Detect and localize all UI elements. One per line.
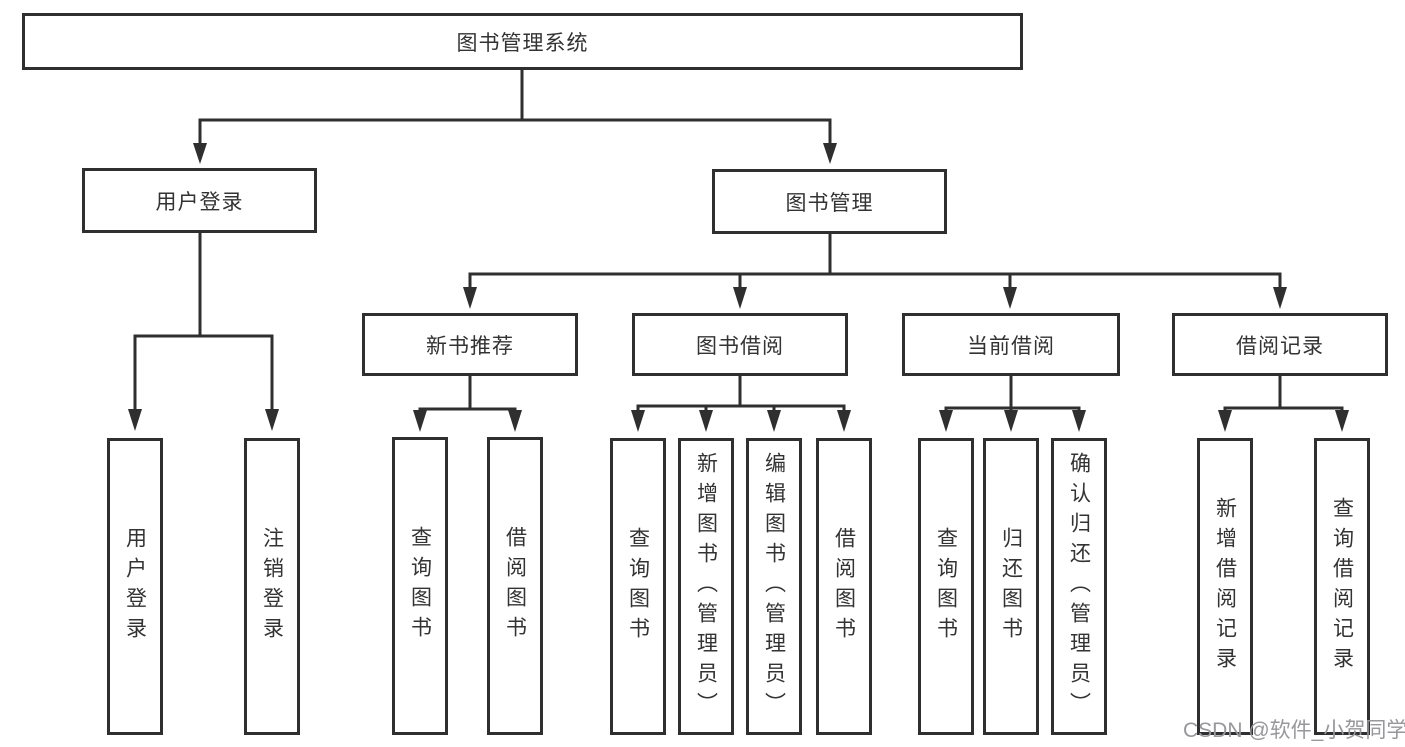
node-label: 图书管理系统: [456, 31, 589, 55]
arrowhead: [1072, 410, 1086, 432]
node-label: 查询图书: [408, 526, 432, 646]
arrowhead: [463, 287, 477, 309]
connector-new-book-children: [413, 376, 522, 432]
node-borrow-query-book: 查询图书: [610, 438, 666, 735]
node-label: 当前借阅: [967, 334, 1055, 358]
node-system-root: 图书管理系统: [22, 13, 1023, 70]
arrowhead: [699, 410, 713, 432]
node-newbook-query-book: 查询图书: [392, 437, 448, 735]
arrowhead: [1273, 287, 1287, 309]
node-label: 查询图书: [934, 526, 958, 647]
node-logout-action: 注销登录: [244, 438, 300, 735]
node-query-borrow-record: 查询借阅记录: [1314, 438, 1370, 735]
node-label: 图书管理: [785, 191, 874, 215]
node-current-query-book: 查询图书: [918, 438, 974, 735]
node-label: 用户登录: [123, 526, 147, 647]
node-label: 借阅图书: [832, 526, 856, 647]
arrowhead: [1003, 287, 1017, 309]
arrowhead: [939, 410, 953, 432]
arrowhead: [1218, 410, 1232, 432]
arrowhead: [413, 410, 427, 432]
node-confirm-return-admin: 确认归还（管理员）: [1051, 438, 1107, 735]
arrowhead: [1335, 410, 1349, 432]
arrowhead: [265, 409, 279, 431]
node-current-borrow: 当前借阅: [902, 313, 1120, 376]
node-new-book-recommend: 新书推荐: [362, 313, 578, 376]
node-label: 确认归还（管理员）: [1067, 451, 1091, 722]
arrowhead: [631, 410, 645, 432]
node-book-borrow: 图书借阅: [632, 313, 848, 376]
arrowhead: [733, 287, 747, 309]
node-user-login: 用户登录: [82, 168, 317, 233]
node-label: 编辑图书（管理员）: [762, 451, 786, 722]
arrowhead: [128, 409, 142, 431]
node-label: 图书借阅: [696, 334, 784, 358]
node-label: 注销登录: [260, 526, 284, 647]
node-edit-book-admin: 编辑图书（管理员）: [746, 438, 802, 735]
connector-current-borrow-children: [939, 374, 1086, 432]
connector-borrow-records-children: [1218, 376, 1349, 432]
connector-root-to-level2: [193, 69, 837, 164]
arrowhead: [823, 143, 837, 164]
node-book-management: 图书管理: [712, 169, 947, 234]
node-borrow-records: 借阅记录: [1172, 313, 1388, 376]
node-label: 新书推荐: [426, 334, 514, 358]
node-newbook-borrow-book: 借阅图书: [487, 437, 543, 735]
node-label: 新增图书（管理员）: [694, 451, 718, 722]
csdn-watermark: CSDN @软件_小贺同学: [1183, 719, 1405, 742]
node-user-login-action: 用户登录: [107, 438, 163, 735]
node-label: 查询图书: [626, 526, 650, 647]
node-add-borrow-record: 新增借阅记录: [1197, 438, 1253, 735]
node-label: 查询借阅记录: [1330, 496, 1354, 677]
node-label: 用户登录: [155, 190, 244, 214]
arrowhead: [837, 410, 851, 432]
connector-book-management-children: [463, 234, 1287, 309]
node-label: 归还图书: [999, 526, 1023, 647]
arrowhead: [1004, 410, 1018, 432]
node-label: 借阅图书: [503, 526, 527, 646]
node-borrow-borrow-book: 借阅图书: [816, 438, 872, 735]
node-return-book: 归还图书: [983, 438, 1039, 735]
node-label: 借阅记录: [1236, 334, 1324, 358]
connector-book-borrow-children: [631, 376, 851, 432]
arrowhead: [193, 143, 207, 164]
arrowhead: [508, 410, 522, 432]
node-add-book-admin: 新增图书（管理员）: [678, 438, 734, 735]
connector-user-login-children: [128, 233, 279, 431]
arrowhead: [767, 410, 781, 432]
node-label: 新增借阅记录: [1213, 496, 1237, 677]
